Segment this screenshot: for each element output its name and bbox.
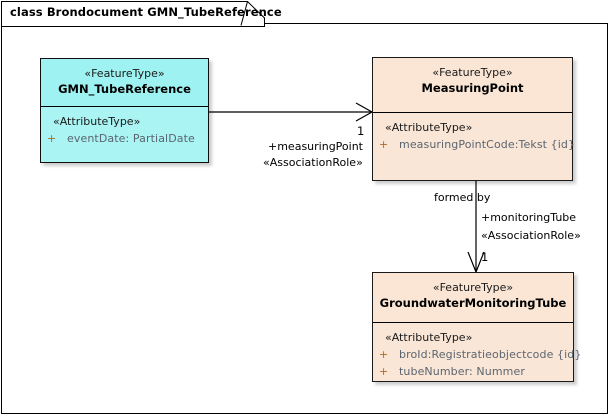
diagram-frame-border	[1, 23, 608, 414]
attribute-row[interactable]: + eventDate: PartialDate	[47, 130, 204, 147]
attribute-visibility: +	[379, 348, 389, 361]
attribute-compartment-stereotype: «AttributeType»	[385, 121, 473, 134]
association-target-role-stereotype-measuringpoint: «AssociationRole»	[263, 156, 363, 169]
attribute-text: eventDate: PartialDate	[67, 132, 195, 145]
class-box-gmn-tube-reference[interactable]: «FeatureType» GMN_TubeReference «Attribu…	[40, 58, 209, 163]
class-header-gmn-tube-reference: «FeatureType» GMN_TubeReference	[41, 59, 208, 107]
attribute-row[interactable]: + tubeNumber: Nummer	[379, 363, 569, 380]
association-target-multiplicity-measuringpoint: 1	[357, 124, 365, 138]
class-header-groundwater-monitoring-tube: «FeatureType» GroundwaterMonitoringTube	[373, 273, 573, 323]
class-stereotype: «FeatureType»	[432, 281, 514, 294]
attribute-visibility: +	[379, 138, 389, 151]
attribute-text: tubeNumber: Nummer	[399, 365, 525, 378]
attribute-row[interactable]: + measuringPointCode:Tekst {id}	[379, 136, 575, 153]
class-box-measuring-point[interactable]: «FeatureType» MeasuringPoint «AttributeT…	[372, 57, 575, 181]
attribute-text: measuringPointCode:Tekst {id}	[399, 138, 576, 151]
attribute-visibility: +	[379, 365, 389, 378]
association-role-label-group-tube: +monitoringTube «AssociationRole»	[481, 211, 611, 249]
class-name: GroundwaterMonitoringTube	[379, 296, 567, 310]
attribute-visibility: +	[47, 132, 57, 145]
class-attributes-groundwater-monitoring-tube: «AttributeType» + broId:Registratieobjec…	[373, 323, 581, 386]
attribute-row[interactable]: + broId:Registratieobjectcode {id}	[379, 346, 581, 363]
association-target-role-measuringpoint: +measuringPoint	[268, 140, 363, 153]
diagram-title: class Brondocument GMN_TubeReference	[10, 5, 282, 19]
attribute-compartment-stereotype: «AttributeType»	[53, 115, 141, 128]
class-attributes-gmn-tube-reference: «AttributeType» + eventDate: PartialDate	[41, 107, 208, 153]
association-target-role-stereotype-tube: «AssociationRole»	[481, 229, 581, 242]
association-name-formed-by: formed by	[434, 191, 491, 204]
class-attributes-measuring-point: «AttributeType» + measuringPointCode:Tek…	[373, 113, 575, 159]
class-name: MeasuringPoint	[421, 81, 524, 95]
attribute-text: broId:Registratieobjectcode {id}	[399, 348, 582, 361]
class-stereotype: «FeatureType»	[84, 67, 165, 80]
attribute-compartment-stereotype: «AttributeType»	[385, 331, 473, 344]
frame-tab-shape	[1, 1, 265, 27]
diagram-frame-tab	[1, 1, 265, 27]
association-target-multiplicity-tube: 1	[481, 250, 489, 264]
class-header-measuring-point: «FeatureType» MeasuringPoint	[373, 58, 572, 113]
class-name: GMN_TubeReference	[58, 82, 191, 96]
class-box-groundwater-monitoring-tube[interactable]: «FeatureType» GroundwaterMonitoringTube …	[372, 272, 581, 382]
association-target-role-tube: +monitoringTube	[481, 211, 577, 224]
class-stereotype: «FeatureType»	[432, 66, 513, 79]
